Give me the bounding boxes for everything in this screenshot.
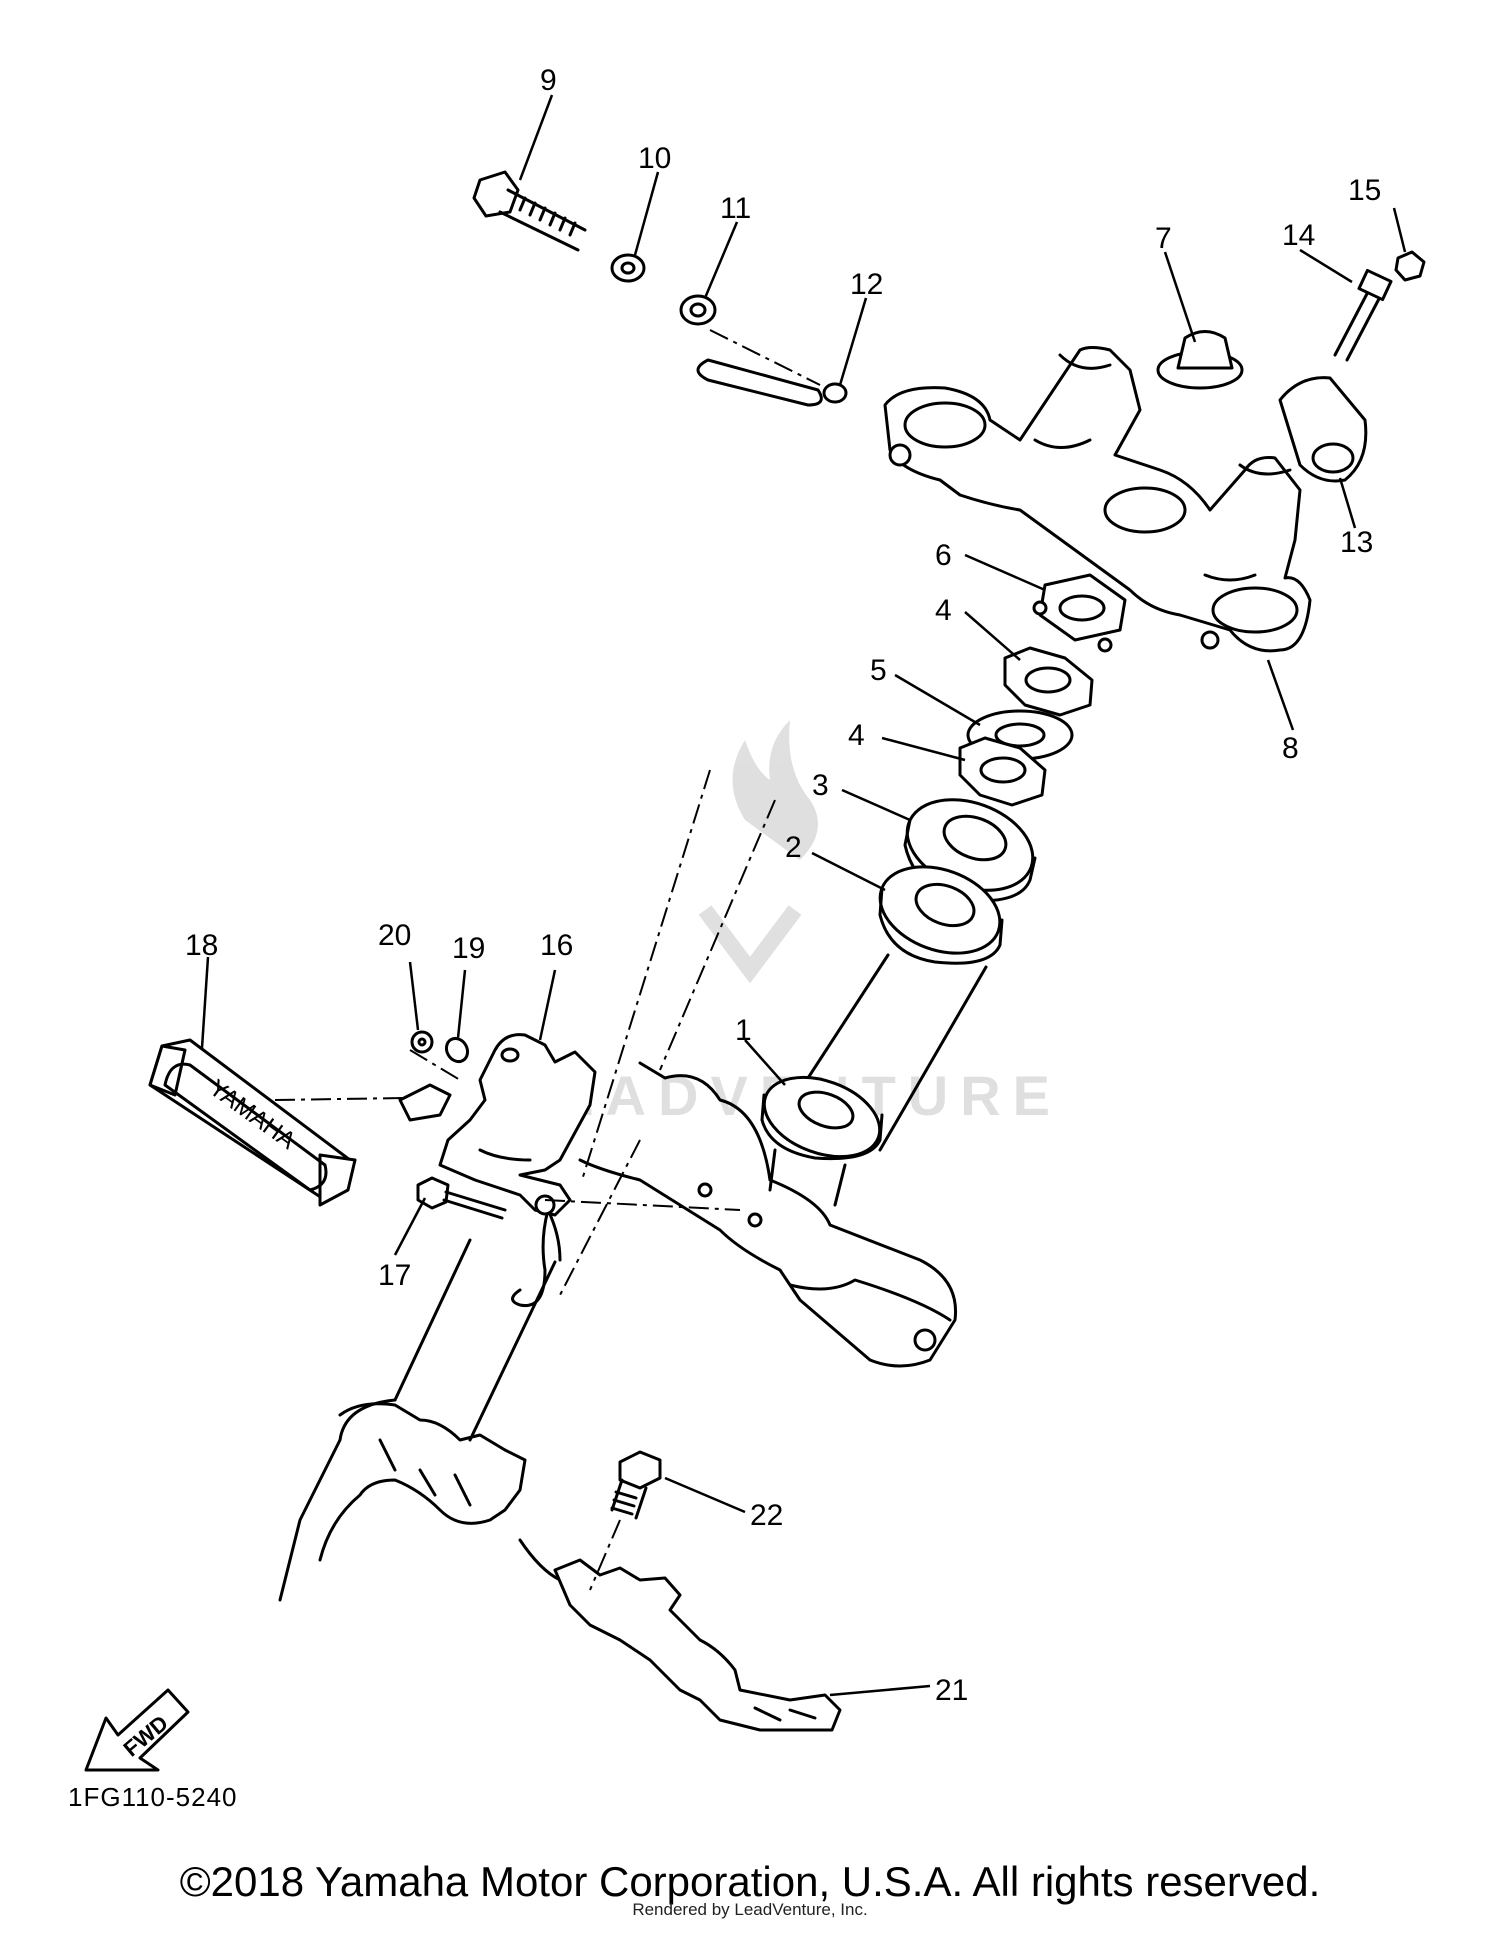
render-credit-text: Rendered by LeadVenture, Inc. (632, 1900, 868, 1919)
part-bracket-16 (398, 1033, 597, 1308)
part-emblem-18: YAMAHA (148, 1038, 357, 1207)
part-washer-plate-6 (1032, 573, 1127, 653)
callout-22: 22 (750, 1499, 783, 1532)
callout-9: 9 (540, 64, 557, 97)
callout-5: 5 (870, 654, 887, 687)
part-ring-nut-4b (958, 736, 1047, 807)
callout-4b: 4 (848, 719, 865, 752)
part-screw-19 (444, 1036, 470, 1064)
callout-11: 11 (720, 192, 751, 225)
part-ring-nut-4a (1003, 646, 1094, 717)
callout-12: 12 (850, 268, 883, 301)
callout-labels: 9 10 11 12 7 15 14 13 6 4 5 4 8 3 2 1 18… (185, 64, 1381, 1707)
callout-13: 13 (1340, 526, 1373, 559)
copyright-text: ©2018 Yamaha Motor Corporation, U.S.A. A… (179, 1858, 1321, 1905)
part-nut-15 (1394, 250, 1426, 282)
leader-lines (200, 94, 1407, 1697)
callout-17: 17 (378, 1259, 411, 1292)
callout-21: 21 (935, 1674, 968, 1707)
callout-19: 19 (452, 932, 485, 965)
part-bolt-22 (610, 1450, 662, 1520)
part-washer-10 (610, 253, 646, 283)
part-bolt-14 (1333, 268, 1393, 362)
part-bolt-17 (416, 1176, 507, 1220)
part-frame-lower (318, 1402, 562, 1582)
callout-3: 3 (812, 769, 829, 802)
callout-18: 18 (185, 929, 218, 962)
callout-20: 20 (378, 919, 411, 952)
callout-8: 8 (1282, 732, 1299, 765)
callout-4a: 4 (935, 594, 952, 627)
part-bracket-21 (553, 1558, 842, 1732)
callout-15: 15 (1348, 174, 1381, 207)
part-bolt-9 (472, 170, 587, 252)
part-washer-11 (679, 294, 717, 326)
fwd-arrow-icon: FWD (84, 1688, 190, 1772)
callout-16: 16 (540, 929, 573, 962)
part-guide-12 (696, 358, 848, 407)
callout-14: 14 (1282, 219, 1315, 252)
diagram-code: 1FG110-5240 (68, 1782, 238, 1812)
part-cap-7 (1156, 330, 1244, 390)
callout-1: 1 (735, 1014, 752, 1047)
callout-7: 7 (1155, 222, 1172, 255)
callout-10: 10 (638, 142, 671, 175)
callout-6: 6 (935, 539, 952, 572)
part-bearing-2 (878, 865, 1004, 965)
part-holder-13 (1278, 376, 1368, 483)
part-upper-bracket-8 (883, 346, 1312, 653)
callout-2: 2 (785, 831, 802, 864)
part-nut-20 (410, 1030, 434, 1054)
